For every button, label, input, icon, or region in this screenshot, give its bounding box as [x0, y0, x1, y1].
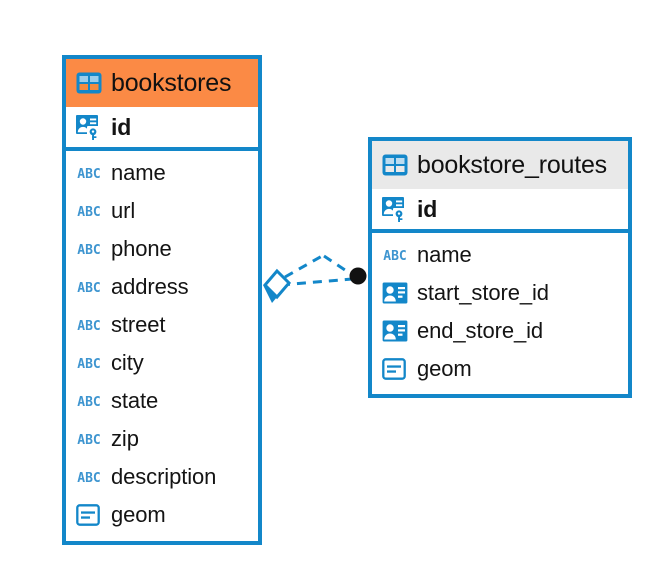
svg-text:ABC: ABC [77, 205, 100, 219]
svg-text:ABC: ABC [383, 249, 406, 263]
field-row[interactable]: geom [66, 496, 258, 534]
primary-key-row[interactable]: id [372, 189, 628, 233]
text-abc-icon: ABC [76, 431, 102, 447]
field-label: end_store_id [417, 318, 544, 343]
geometry-icon [382, 358, 408, 380]
text-abc-icon: ABC [76, 279, 102, 295]
field-label: geom [111, 502, 166, 527]
text-abc-icon: ABC [76, 393, 102, 409]
field-row[interactable]: ABC city [66, 344, 258, 382]
svg-text:ABC: ABC [77, 395, 100, 409]
svg-text:ABC: ABC [77, 167, 100, 181]
field-row[interactable]: end_store_id [372, 312, 628, 350]
field-label: street [111, 312, 166, 337]
field-label: geom [417, 356, 472, 381]
svg-text:ABC: ABC [77, 319, 100, 333]
relationship-line-lower [280, 277, 353, 287]
primary-key-row[interactable]: id [66, 107, 258, 151]
primary-key-icon [76, 114, 102, 140]
primary-key-label: id [111, 113, 132, 140]
entity-title: bookstore_routes [417, 150, 607, 179]
svg-text:ABC: ABC [77, 281, 100, 295]
geometry-icon [76, 504, 102, 526]
entity-bookstores[interactable]: bookstores [62, 55, 262, 545]
field-row[interactable]: ABC zip [66, 420, 258, 458]
field-label: state [111, 388, 159, 413]
field-row[interactable]: ABC url [66, 192, 258, 230]
field-label: description [111, 464, 217, 489]
field-label: start_store_id [417, 280, 549, 305]
entity-bookstore-routes[interactable]: bookstore_routes [368, 137, 632, 398]
field-label: url [111, 198, 136, 223]
field-label: city [111, 350, 144, 375]
svg-text:ABC: ABC [77, 471, 100, 485]
svg-text:ABC: ABC [77, 243, 100, 257]
diamond-marker-tail [263, 285, 277, 303]
svg-text:ABC: ABC [77, 433, 100, 447]
relationship-line-upper-left [284, 254, 323, 279]
relationship-line-upper-right [323, 254, 355, 278]
text-abc-icon: ABC [76, 317, 102, 333]
field-row[interactable]: ABC state [66, 382, 258, 420]
field-label: name [417, 242, 472, 267]
field-label: zip [111, 426, 139, 451]
table-icon [382, 154, 408, 176]
primary-key-icon [382, 196, 408, 222]
text-abc-icon: ABC [76, 165, 102, 181]
field-row[interactable]: ABC street [66, 306, 258, 344]
text-abc-icon: ABC [76, 241, 102, 257]
entity-title: bookstores [111, 68, 232, 97]
svg-text:ABC: ABC [77, 357, 100, 371]
foreign-key-icon [382, 281, 408, 305]
text-abc-icon: ABC [382, 247, 408, 263]
field-row[interactable]: ABC name [372, 236, 628, 274]
primary-key-label: id [417, 195, 438, 222]
field-row[interactable]: ABC name [66, 154, 258, 192]
foreign-key-icon [382, 319, 408, 343]
field-label: address [111, 274, 189, 299]
field-list-bookstores: ABC name ABC url ABC p [66, 151, 258, 541]
field-label: name [111, 160, 166, 185]
field-list-bookstore-routes: ABC name start_store_id [372, 233, 628, 394]
text-abc-icon: ABC [76, 203, 102, 219]
field-row[interactable]: ABC address [66, 268, 258, 306]
field-row[interactable]: start_store_id [372, 274, 628, 312]
filled-circle-marker [349, 267, 367, 285]
diamond-marker [262, 268, 292, 300]
entity-header-bookstore-routes[interactable]: bookstore_routes [372, 141, 628, 189]
field-row[interactable]: geom [372, 350, 628, 388]
field-row[interactable]: ABC phone [66, 230, 258, 268]
text-abc-icon: ABC [76, 355, 102, 371]
entity-header-bookstores[interactable]: bookstores [66, 59, 258, 107]
text-abc-icon: ABC [76, 469, 102, 485]
field-label: phone [111, 236, 172, 261]
field-row[interactable]: ABC description [66, 458, 258, 496]
table-icon [76, 72, 102, 94]
